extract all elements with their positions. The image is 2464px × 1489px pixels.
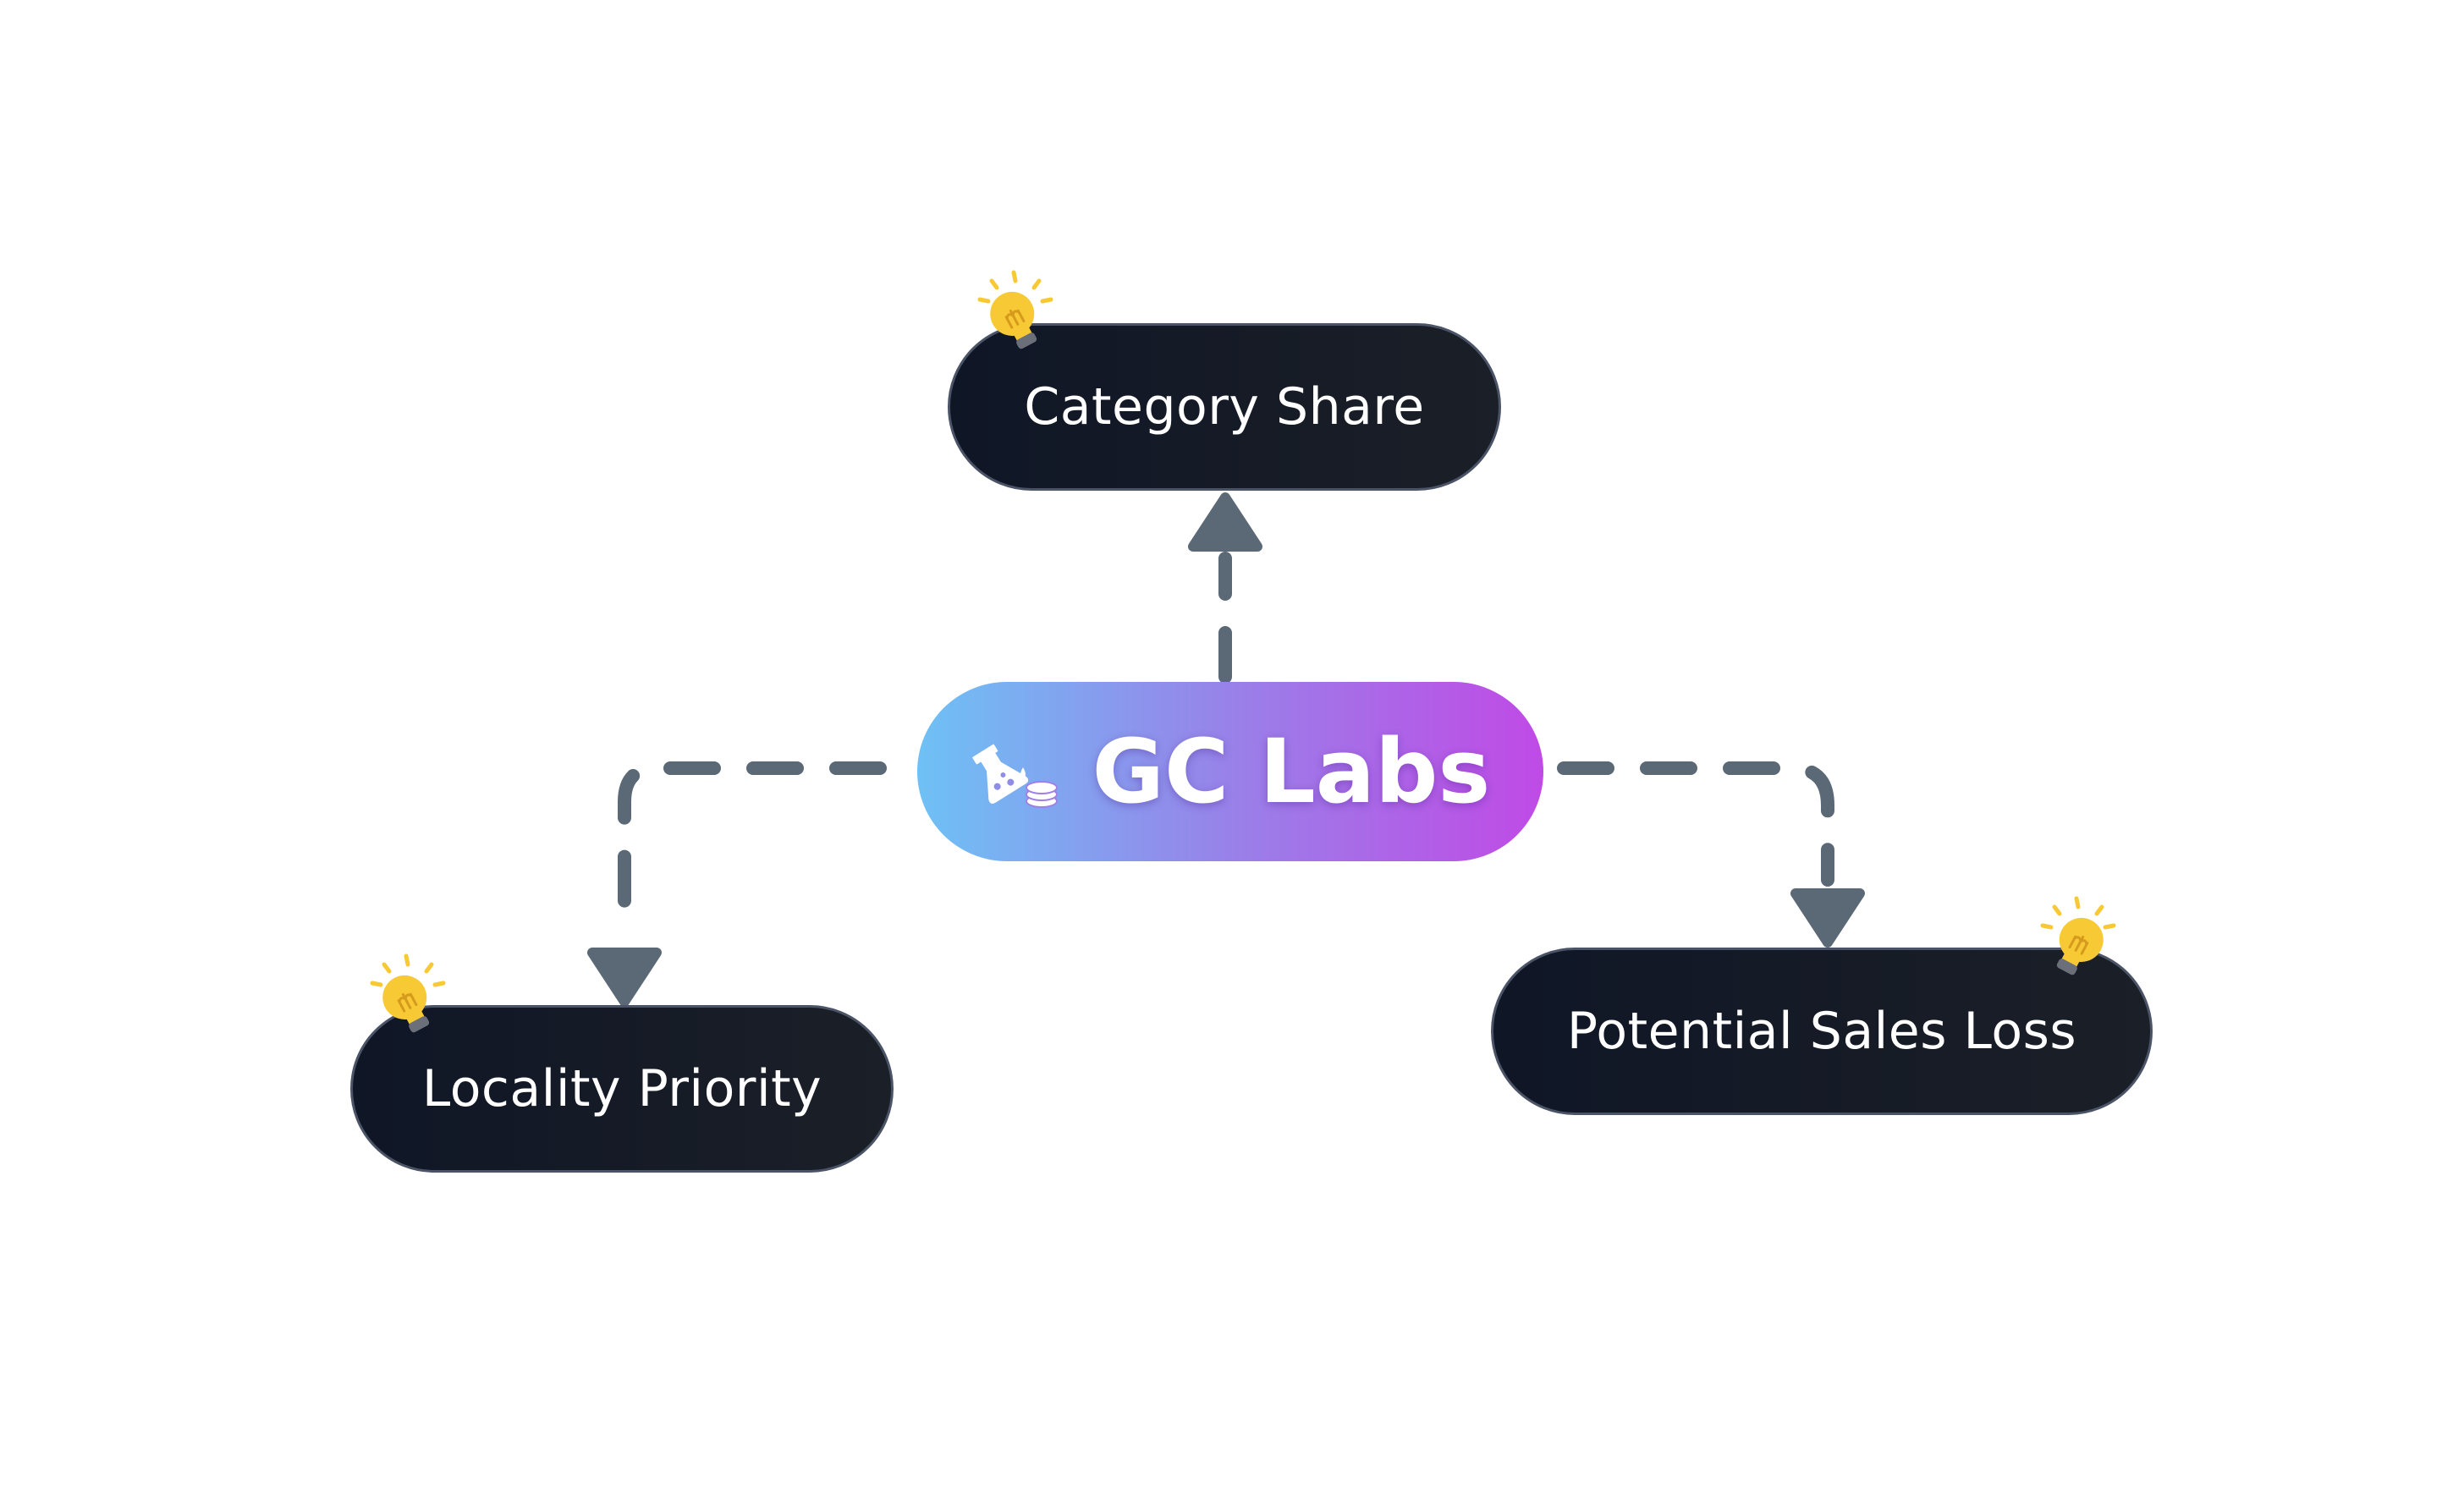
flask-coins-icon (971, 744, 1058, 808)
arrowhead-sales (1790, 888, 1865, 948)
node-label: Locality Priority (421, 1059, 822, 1118)
arrowhead-category (1188, 492, 1262, 552)
node-label: Category Share (1024, 377, 1425, 437)
node-label: Potential Sales Loss (1566, 1002, 2077, 1061)
hub-label: GC Labs (1092, 720, 1491, 823)
node-category-share[interactable]: Category Share (948, 323, 1501, 491)
edge-hub-to-locality (618, 761, 887, 933)
lightbulb-icon (370, 953, 446, 1033)
lightbulb-icon (977, 270, 1053, 349)
node-hub-gc-labs[interactable]: GC Labs (917, 682, 1543, 861)
edge-hub-to-sales (1557, 761, 1834, 887)
arrowhead-locality (587, 948, 662, 1007)
lightbulb-icon (2040, 896, 2116, 975)
node-locality-priority[interactable]: Locality Priority (350, 1005, 894, 1173)
node-potential-sales-loss[interactable]: Potential Sales Loss (1491, 948, 2153, 1115)
